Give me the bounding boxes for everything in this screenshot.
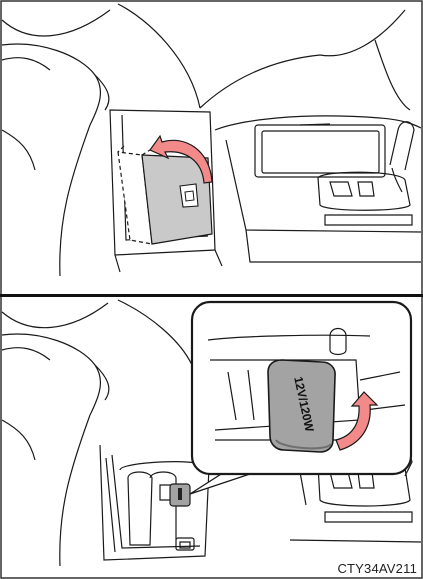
panel-divider — [0, 294, 423, 297]
figure-code: CTY34AV211 — [337, 561, 417, 576]
lid-latch — [180, 184, 198, 207]
